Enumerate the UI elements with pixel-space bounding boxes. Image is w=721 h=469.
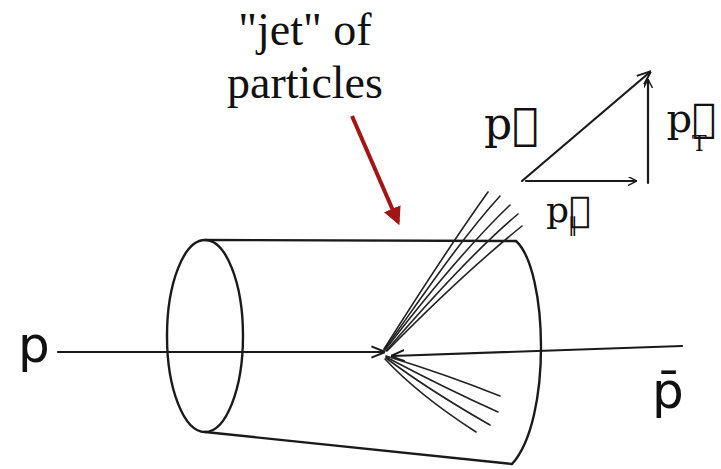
- antiproton-label: p̄: [652, 364, 684, 419]
- beam-arrows: [58, 346, 682, 356]
- track: [384, 192, 488, 349]
- transverse-label: p⃗: [666, 96, 716, 140]
- proton-beam: [58, 351, 384, 353]
- cylinder-top: [205, 240, 516, 241]
- momentum-vectors: [522, 72, 650, 183]
- track: [385, 359, 476, 432]
- jet-tracks: [384, 192, 522, 432]
- subscript: T: [692, 132, 707, 156]
- cylinder-end: [167, 240, 243, 432]
- cylinder-bottom: [205, 432, 512, 464]
- jet-caption: "jet" of particles: [180, 4, 430, 110]
- track: [385, 205, 510, 350]
- momentum-label: p⃗: [484, 100, 539, 148]
- proton-label: p: [18, 318, 50, 373]
- transverse-component: [647, 80, 649, 183]
- pointer-arrow: [352, 116, 398, 222]
- track: [386, 357, 498, 412]
- track: [387, 226, 522, 351]
- subscript: ∥: [568, 214, 578, 236]
- track: [386, 214, 518, 351]
- parallel-component: [526, 180, 636, 182]
- antiproton-beam: [392, 346, 682, 356]
- momentum-vector: [522, 72, 650, 181]
- track: [384, 196, 500, 350]
- track: [386, 358, 490, 425]
